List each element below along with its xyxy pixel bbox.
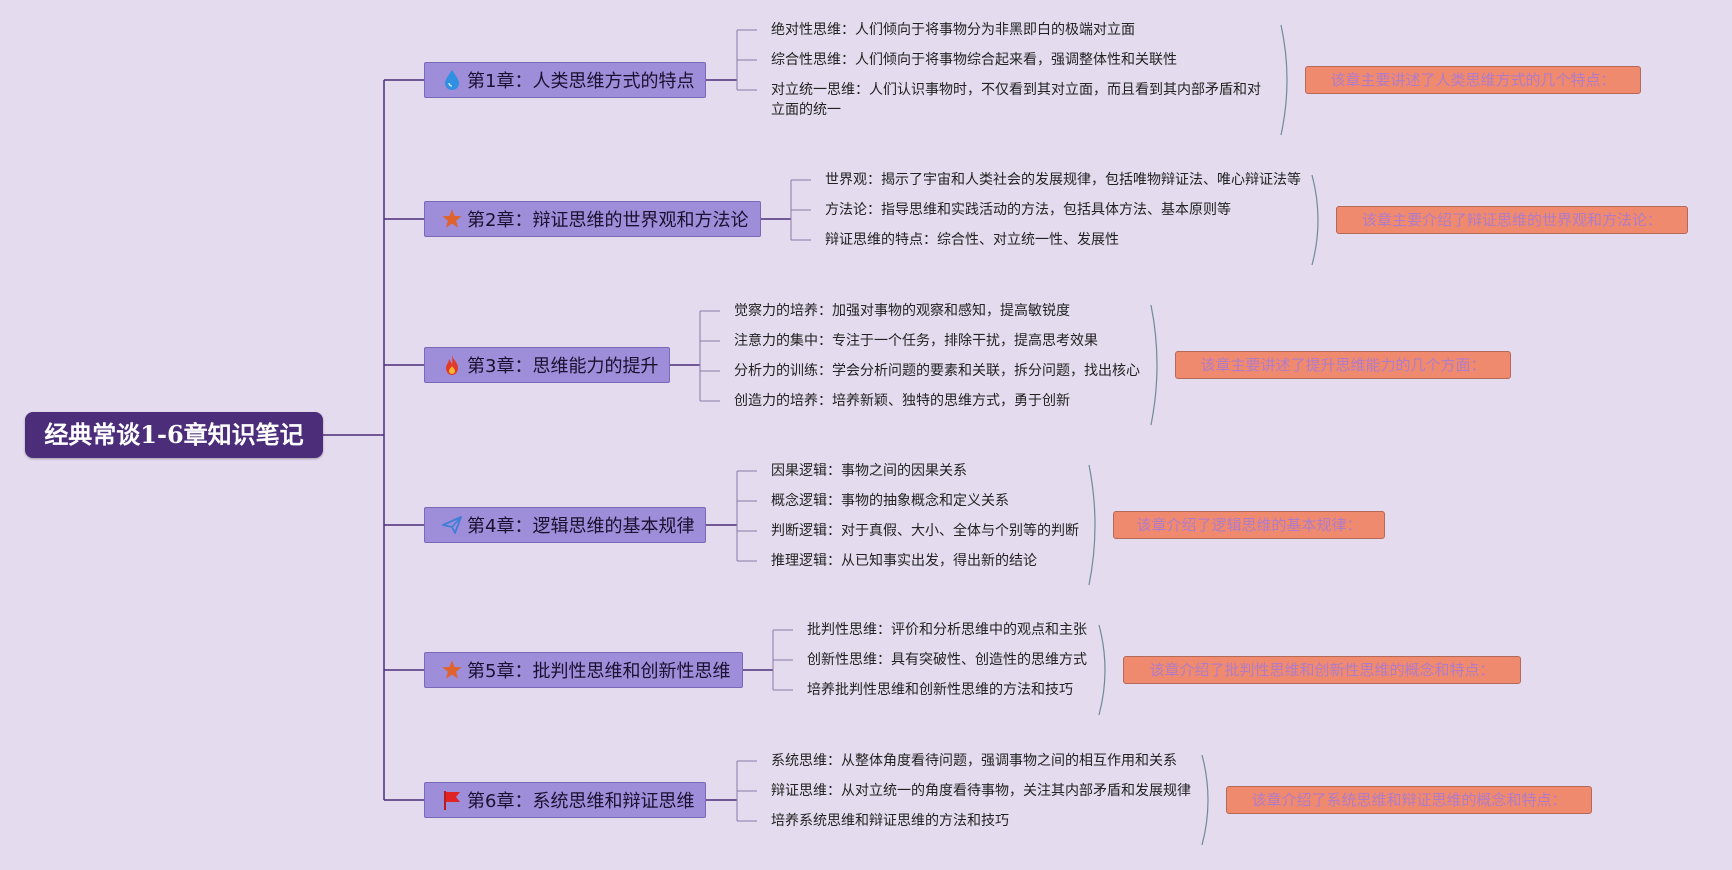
chapter-3-summary[interactable]: 该章主要讲述了提升思维能力的几个方面：	[1175, 351, 1511, 379]
flag-icon	[441, 789, 463, 811]
summary-brace	[1201, 754, 1209, 846]
chapter-title: 第1章：人类思维方式的特点	[467, 71, 695, 92]
chapter-6-point[interactable]: 辩证思维：从对立统一的角度看待事物，关注其内部矛盾和发展规律	[771, 783, 1191, 799]
chapter-2-topic[interactable]: 第2章：辩证思维的世界观和方法论	[424, 201, 761, 237]
summary-brace	[1311, 174, 1319, 266]
chapter-5-point[interactable]: 批判性思维：评价和分析思维中的观点和主张	[807, 622, 1087, 638]
chapter-2-point[interactable]: 世界观：揭示了宇宙和人类社会的发展规律，包括唯物辩证法、唯心辩证法等	[825, 172, 1301, 188]
paper-plane-icon	[441, 514, 463, 536]
chapter-4-point[interactable]: 因果逻辑：事物之间的因果关系	[771, 463, 967, 479]
chapter-4-point[interactable]: 判断逻辑：对于真假、大小、全体与个别等的判断	[771, 523, 1079, 539]
chapter-4-point[interactable]: 推理逻辑：从已知事实出发，得出新的结论	[771, 553, 1037, 569]
chapter-6-summary[interactable]: 该章介绍了系统思维和辩证思维的概念和特点：	[1226, 786, 1592, 814]
summary-brace	[1150, 304, 1158, 426]
chapter-5-summary[interactable]: 该章介绍了批判性思维和创新性思维的概念和特点：	[1123, 656, 1521, 684]
chapter-3-point[interactable]: 分析力的训练：学会分析问题的要素和关联，拆分问题，找出核心	[734, 363, 1140, 379]
chapter-5-point[interactable]: 培养批判性思维和创新性思维的方法和技巧	[807, 682, 1073, 698]
chapter-3-topic[interactable]: 第3章：思维能力的提升	[424, 347, 670, 383]
fire-icon	[441, 354, 463, 376]
chapter-6-topic[interactable]: 第6章：系统思维和辩证思维	[424, 782, 706, 818]
chapter-1-point[interactable]: 绝对性思维：人们倾向于将事物分为非黑即白的极端对立面	[771, 22, 1135, 38]
chapter-5-topic[interactable]: 第5章：批判性思维和创新性思维	[424, 652, 743, 688]
chapter-3-point[interactable]: 注意力的集中：专注于一个任务，排除干扰，提高思考效果	[734, 333, 1098, 349]
summary-brace	[1098, 624, 1106, 716]
chapter-4-topic[interactable]: 第4章：逻辑思维的基本规律	[424, 507, 706, 543]
star-icon	[441, 208, 463, 230]
chapter-1-point[interactable]: 对立统一思维：人们认识事物时，不仅看到其对立面，而且看到其内部矛盾和对立面的统一	[771, 82, 1261, 118]
chapter-title: 第3章：思维能力的提升	[467, 356, 659, 377]
chapter-3-point[interactable]: 创造力的培养：培养新颖、独特的思维方式，勇于创新	[734, 393, 1070, 409]
chapter-2-point[interactable]: 方法论：指导思维和实践活动的方法，包括具体方法、基本原则等	[825, 202, 1231, 218]
chapter-4-summary[interactable]: 该章介绍了逻辑思维的基本规律：	[1113, 511, 1385, 539]
chapter-1-point[interactable]: 综合性思维：人们倾向于将事物综合起来看，强调整体性和关联性	[771, 52, 1177, 68]
chapter-title: 第4章：逻辑思维的基本规律	[467, 516, 695, 537]
star-icon	[441, 659, 463, 681]
chapter-title: 第6章：系统思维和辩证思维	[467, 791, 695, 812]
chapter-2-point[interactable]: 辩证思维的特点：综合性、对立统一性、发展性	[825, 232, 1119, 248]
chapter-1-topic[interactable]: 第1章：人类思维方式的特点	[424, 62, 706, 98]
chapter-title: 第5章：批判性思维和创新性思维	[467, 661, 731, 682]
chapter-2-summary[interactable]: 该章主要介绍了辩证思维的世界观和方法论：	[1336, 206, 1688, 234]
summary-brace	[1280, 24, 1288, 136]
chapter-1-summary[interactable]: 该章主要讲述了人类思维方式的几个特点：	[1305, 66, 1641, 94]
chapter-6-point[interactable]: 系统思维：从整体角度看待问题，强调事物之间的相互作用和关系	[771, 753, 1177, 769]
chapter-6-point[interactable]: 培养系统思维和辩证思维的方法和技巧	[771, 813, 1009, 829]
summary-brace	[1088, 464, 1096, 586]
chapter-5-point[interactable]: 创新性思维：具有突破性、创造性的思维方式	[807, 652, 1087, 668]
chapter-4-point[interactable]: 概念逻辑：事物的抽象概念和定义关系	[771, 493, 1009, 509]
chapter-3-point[interactable]: 觉察力的培养：加强对事物的观察和感知，提高敏锐度	[734, 303, 1070, 319]
root-topic[interactable]: 经典常谈1-6章知识笔记	[25, 412, 323, 458]
chapter-title: 第2章：辩证思维的世界观和方法论	[467, 210, 749, 231]
droplet-icon	[441, 69, 463, 91]
